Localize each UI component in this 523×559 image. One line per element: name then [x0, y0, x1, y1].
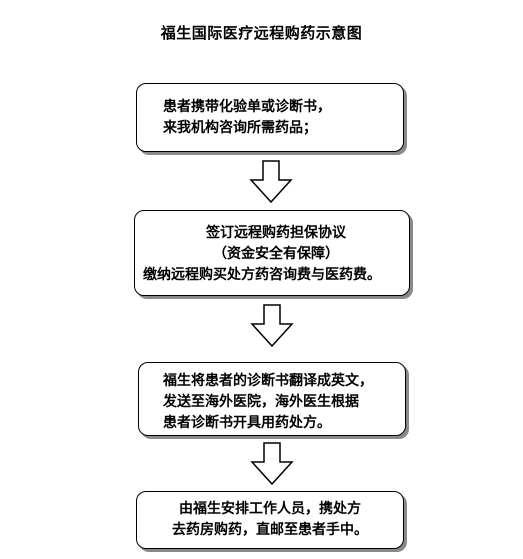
down-arrow-icon [249, 160, 293, 204]
step-4-box: 由福生安排工作人员，携处方 去药房购药，直邮至患者手中。 [136, 491, 404, 549]
step-2-line-3: 缴纳远程购买处方药咨询费与医药费。 [143, 267, 381, 283]
step-2-line-2: （资金安全有保障） [213, 246, 339, 262]
step-3-line-2: 发送至海外医院，海外医生根据 [163, 394, 359, 410]
step-1-box: 患者携带化验单或诊断书， 来我机构咨询所需药品； [136, 83, 404, 152]
down-arrow-icon [250, 442, 294, 486]
step-3-box: 福生将患者的诊断书翻译成英文， 发送至海外医院，海外医生根据 患者诊断书开具用药… [138, 362, 406, 436]
step-1-line-1: 患者携带化验单或诊断书， [163, 99, 331, 115]
diagram-title: 福生国际医疗远程购药示意图 [160, 24, 363, 42]
step-1-line-2: 来我机构咨询所需药品； [163, 120, 317, 136]
step-3-line-1: 福生将患者的诊断书翻译成英文， [163, 373, 373, 389]
step-2-box: 签订远程购药担保协议 （资金安全有保障） 缴纳远程购买处方药咨询费与医药费。 [134, 210, 410, 296]
step-2-line-1: 签订远程购药担保协议 [206, 225, 346, 241]
step-4-line-2: 去药房购药，直邮至患者手中。 [172, 522, 368, 538]
step-4-line-1: 由福生安排工作人员，携处方 [179, 501, 361, 517]
down-arrow-icon [250, 304, 294, 348]
step-3-line-3: 患者诊断书开具用药处方。 [163, 415, 331, 431]
